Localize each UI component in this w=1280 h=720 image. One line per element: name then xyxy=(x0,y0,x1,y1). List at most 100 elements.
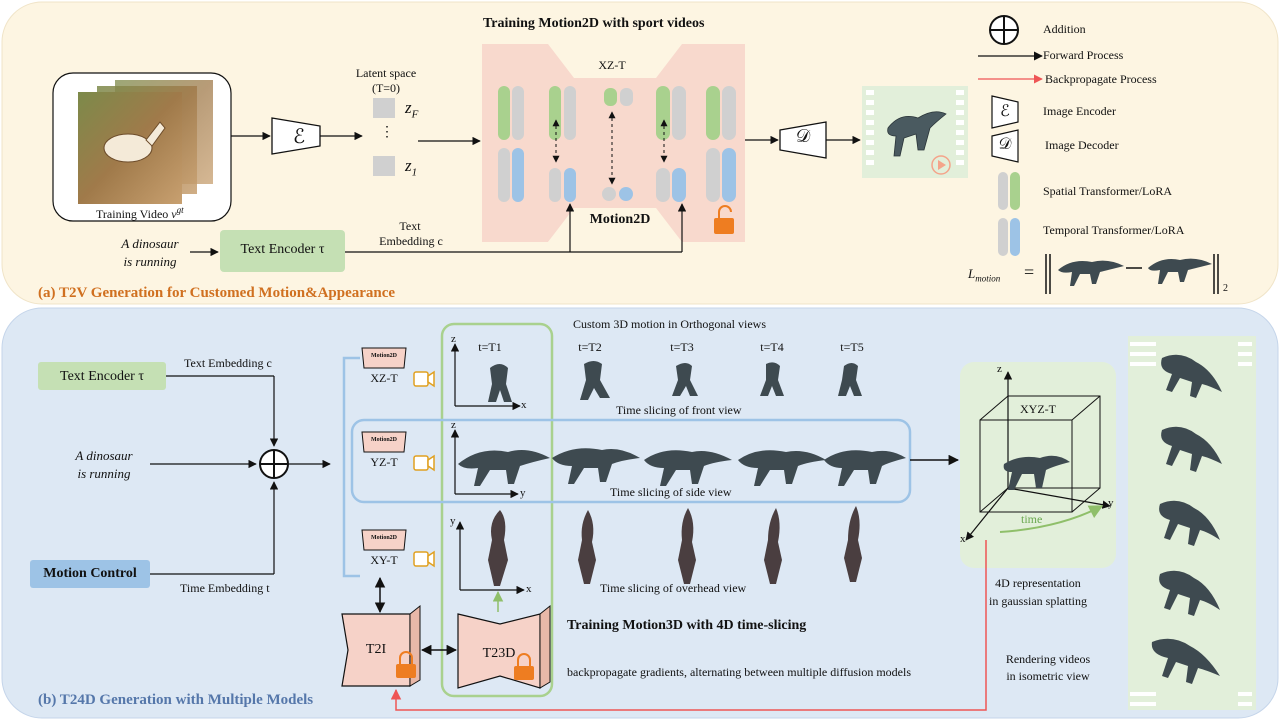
latent-zf-z: z xyxy=(405,98,412,117)
t1-column-box xyxy=(440,322,554,698)
text-embedding-label-1: Text xyxy=(399,219,421,233)
horse-head-icon xyxy=(145,121,166,147)
legend-image-decoder: Image Decoder xyxy=(1045,138,1119,152)
view-label-xz: XZ-T xyxy=(370,371,398,385)
camera-icons xyxy=(413,370,435,568)
axis-overhead-x: x xyxy=(526,583,532,595)
training-video-label: Training Video vgt xyxy=(96,205,184,222)
time-label-t5: t=T5 xyxy=(840,340,864,354)
text-embedding-label-b: Text Embedding c xyxy=(184,356,272,370)
training-video-symbol: v xyxy=(171,207,177,221)
panel-b-caption: (b) T24D Generation with Multiple Models xyxy=(38,692,314,708)
latent-z1-square xyxy=(373,156,395,176)
loss-sub: motion xyxy=(975,273,1001,284)
mini-model-xz xyxy=(361,347,407,369)
side-view-dinosaurs xyxy=(458,448,906,486)
dinosaur-loss-icon-1 xyxy=(1058,260,1124,286)
film-holes-right xyxy=(956,90,964,165)
axis-front-z: z xyxy=(451,333,456,345)
rendered-dinosaurs xyxy=(1151,354,1222,684)
time-label-t1: t=T1 xyxy=(478,340,502,354)
unlocked-lock-icon xyxy=(714,205,734,234)
axis-front-x: x xyxy=(521,399,527,411)
view-label-xy: XY-T xyxy=(370,553,398,567)
prompt-a-line-1: A dinosaur xyxy=(121,236,179,251)
t2i-label: T2I xyxy=(365,642,387,657)
temporal-legend-gray xyxy=(998,218,1008,256)
time-label-t4: t=T4 xyxy=(760,340,784,354)
rendering-line-1: Rendering videos xyxy=(1005,652,1091,666)
legend-image-encoder: Image Encoder xyxy=(1043,104,1116,118)
overhead-view-dinosaurs xyxy=(488,506,862,586)
panel-a-title: Training Motion2D with sport videos xyxy=(483,16,705,31)
spatial-legend-gray xyxy=(998,172,1008,210)
axes-overhead xyxy=(455,521,525,595)
t2i-block xyxy=(341,613,411,687)
text-encoder-box-a xyxy=(220,230,345,272)
backprop-red-path xyxy=(390,540,987,711)
text-encoder-box-b xyxy=(38,362,166,390)
loss-norm-bars xyxy=(1045,254,1219,294)
mini-model-yz xyxy=(361,431,407,453)
prompt-b-line-1: A dinosaur xyxy=(75,448,133,463)
xyz-cube xyxy=(979,395,1101,513)
latent-title: Latent space xyxy=(355,66,417,80)
legend-backprop: Backpropagate Process xyxy=(1045,72,1157,86)
mini-model-xy xyxy=(361,529,407,551)
latent-z1-label: z1 xyxy=(405,156,417,178)
training-video-sup: gt xyxy=(176,205,184,215)
legend-temporal: Temporal Transformer/LoRA xyxy=(1043,223,1185,237)
motion3d-training-title: Training Motion3D with 4D time-slicing xyxy=(567,618,807,633)
motion-control-label: Motion Control xyxy=(43,566,137,581)
mini-model-xy-tag: Motion2D xyxy=(371,535,397,541)
mini-model-xz-tag: Motion2D xyxy=(371,353,397,359)
t23d-lock-icon xyxy=(514,653,534,680)
decoder-legend-icon xyxy=(991,129,1019,163)
representation-line-2: in gaussian splatting xyxy=(989,594,1087,608)
rendering-line-2: in isometric view xyxy=(1006,669,1090,683)
axis-overhead-y: y xyxy=(450,515,456,527)
spatial-legend-green xyxy=(1010,172,1020,210)
axis-4d-y: y xyxy=(1108,497,1114,509)
panel-a-caption: (a) T2V Generation for Customed Motion&A… xyxy=(38,285,396,301)
loss-symbol: Lmotion xyxy=(968,266,1000,284)
front-view-dinosaurs xyxy=(488,361,862,402)
unet-bottom-bars xyxy=(498,148,736,202)
encoder-block xyxy=(271,117,321,155)
dinosaur-loss-icon-2 xyxy=(1148,258,1212,284)
norm-subscript: 2 xyxy=(1223,283,1228,294)
temporal-legend-blue xyxy=(1010,218,1020,256)
addition-icon xyxy=(989,15,1019,45)
decoder-symbol: 𝒟 xyxy=(795,126,811,146)
latent-zf-square xyxy=(373,98,395,118)
views-bracket xyxy=(342,356,360,578)
side-view-caption: Time slicing of side view xyxy=(610,485,732,499)
latent-dots: ⋮ xyxy=(380,125,394,140)
unet-skip-arrows xyxy=(552,111,668,185)
loss-equals: = xyxy=(1024,262,1035,282)
latent-z1-sub: 1 xyxy=(411,166,418,179)
view-label-yz: YZ-T xyxy=(370,455,398,469)
xz-t-label-a: XZ-T xyxy=(598,58,626,72)
representation-line-1: 4D representation xyxy=(995,576,1081,590)
t23d-block-side xyxy=(539,604,551,689)
backprop-description: backpropagate gradients, alternating bet… xyxy=(567,665,912,679)
sum-node-icon xyxy=(259,449,289,479)
text-embedding-label-2: Embedding c xyxy=(379,234,443,248)
latent-zf-label: zF xyxy=(405,98,418,120)
axes-side xyxy=(450,429,519,499)
text-encoder-label-b: Text Encoder τ xyxy=(60,369,144,384)
loss-l: L xyxy=(968,266,976,281)
training-video-text: Training Video xyxy=(96,207,169,221)
film-holes-left xyxy=(866,90,874,165)
legend-decoder-symbol: 𝒟 xyxy=(998,136,1012,153)
axis-4d-x: x xyxy=(960,533,966,545)
latent-sub: (T=0) xyxy=(371,81,401,95)
legend-spatial: Spatial Transformer/LoRA xyxy=(1043,184,1172,198)
xyz-t-label: XYZ-T xyxy=(1020,402,1056,416)
play-icon xyxy=(931,155,951,175)
play-triangle-icon xyxy=(938,160,946,170)
latent-z1-z: z xyxy=(405,156,412,175)
